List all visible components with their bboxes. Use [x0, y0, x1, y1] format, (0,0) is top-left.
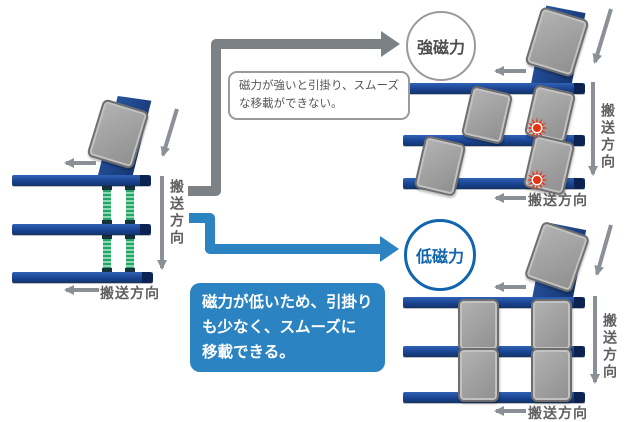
weak-magnet-conveyor-diagram: 搬送方向 搬送方向 — [390, 215, 640, 422]
note-line: 移載できる。 — [202, 344, 295, 362]
note-line: 磁力が強いと引掛り、スムーズ — [239, 80, 399, 92]
upright-tray — [531, 299, 572, 351]
transport-direction-label: 搬送方向 — [528, 192, 588, 208]
conveyor-bar — [403, 178, 585, 189]
weak-magnet-label: 低磁力 — [415, 249, 464, 266]
note-line: も少なく、スムーズに — [202, 319, 357, 337]
strong-magnet-label: 強磁力 — [416, 40, 465, 57]
conveyor-bar — [12, 224, 151, 235]
strong-magnet-circle: 強磁力 — [406, 11, 476, 81]
transport-direction-label: 搬送方向 — [602, 313, 618, 381]
strong-magnet-conveyor-diagram: 搬送方向 搬送方向 — [390, 0, 640, 215]
left-conveyor-diagram: 搬送方向 搬送方向 — [0, 0, 210, 310]
conveyor-bar — [403, 83, 585, 94]
transport-direction-label: 搬送方向 — [528, 405, 588, 421]
magnet-chain — [102, 234, 112, 273]
tray — [86, 98, 150, 170]
weak-magnet-circle: 低磁力 — [404, 219, 476, 291]
magnet-chain — [102, 185, 112, 225]
transport-direction-label: 搬送方向 — [169, 179, 185, 247]
note-line: 磁力が低いため、引掛り — [202, 294, 373, 311]
transport-direction-label: 搬送方向 — [100, 285, 160, 301]
conveyor-bar — [12, 272, 153, 283]
upright-tray — [458, 299, 499, 351]
magnet-chain — [125, 234, 135, 273]
conveyor-bar — [12, 175, 151, 186]
strong-magnet-note: 磁力が強いと引掛り、スムーズ な移載ができない。 — [228, 71, 410, 120]
upright-tray — [458, 348, 499, 402]
flow-arrow-weak — [189, 213, 399, 262]
note-line: な移載ができない。 — [239, 98, 343, 111]
weak-magnet-note: 磁力が低いため、引掛り も少なく、スムーズに 移載できる。 — [190, 283, 385, 373]
transport-direction-label: 搬送方向 — [600, 103, 616, 171]
upright-tray — [531, 348, 572, 402]
magnet-chain — [125, 185, 135, 225]
